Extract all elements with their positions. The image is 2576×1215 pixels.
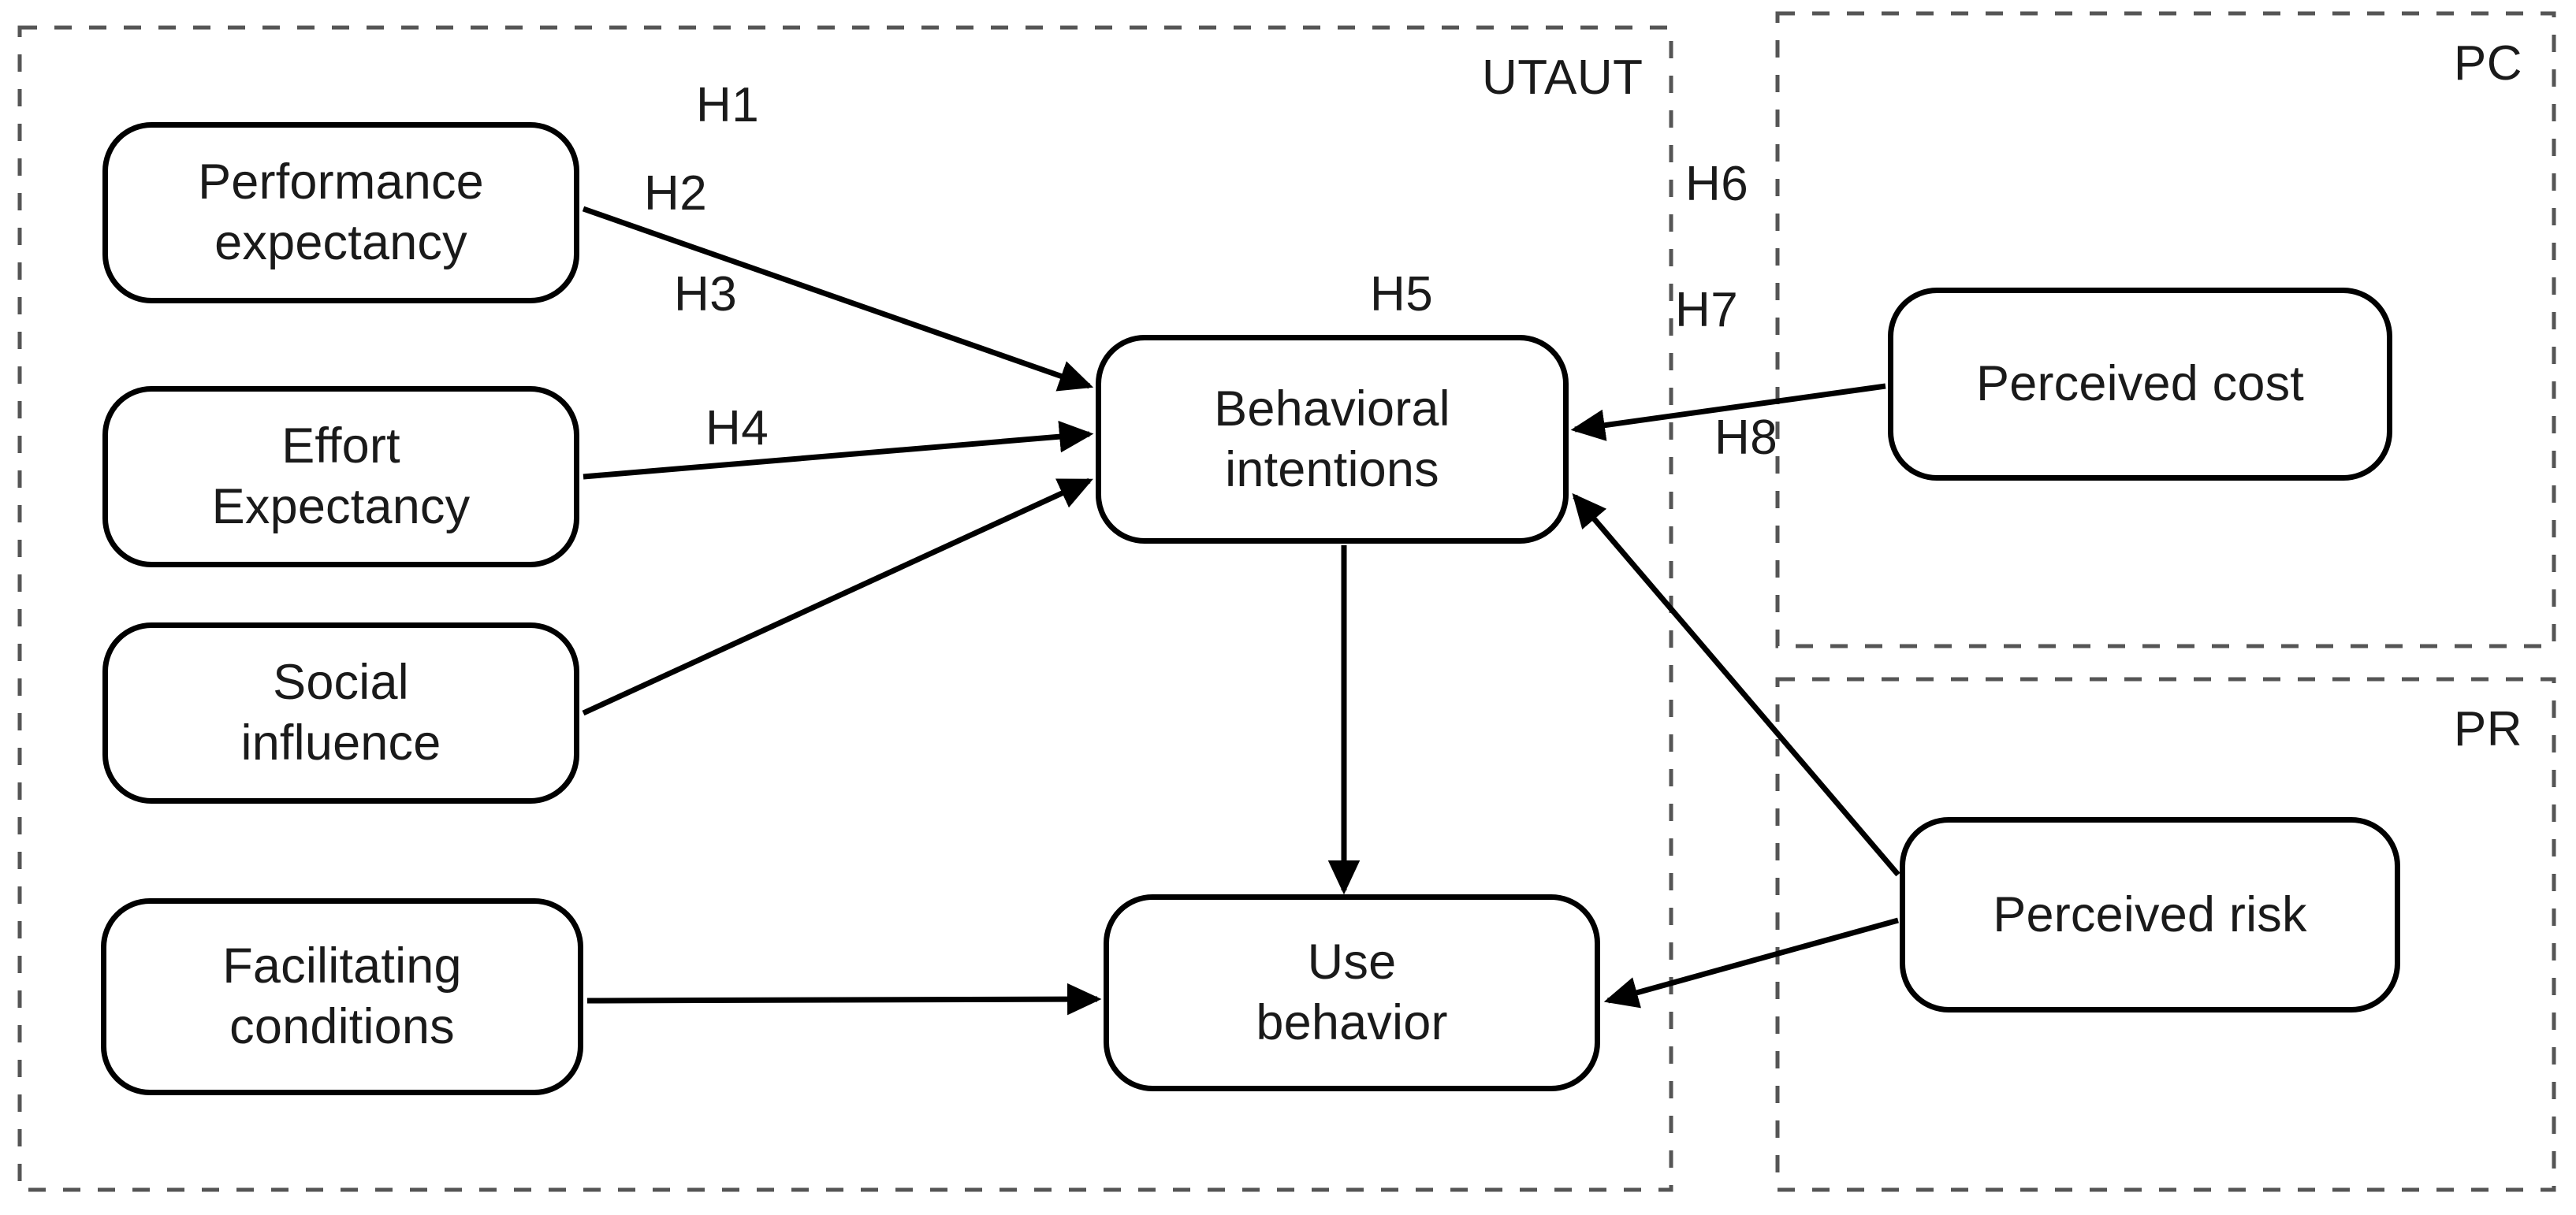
node-label-use-behavior: Use behavior [1256, 934, 1448, 1050]
node-label-social-influence: Social influence [240, 655, 441, 771]
node-perceived-cost[interactable]: Perceived cost [1888, 288, 2392, 481]
node-perceived-risk[interactable]: Perceived risk [1900, 817, 2400, 1012]
edge-h6 [1570, 383, 1886, 441]
group-label-pc: PC [2453, 36, 2522, 91]
edge-label-h5: H5 [1370, 267, 1434, 321]
node-label-effort-expectancy: Effort Expectancy [211, 418, 471, 534]
group-label-utaut: UTAUT [1482, 50, 1644, 105]
edge-h8 [1603, 917, 1899, 1009]
edge-h3 [582, 477, 1093, 716]
node-facilitating-conditions[interactable]: Facilitating conditions [101, 898, 583, 1095]
node-use-behavior[interactable]: Use behavior [1104, 894, 1600, 1091]
node-performance-expectancy[interactable]: Performance expectancy [102, 122, 579, 303]
node-label-perceived-cost: Perceived cost [1976, 356, 2304, 412]
edge-label-h4: H4 [705, 401, 769, 455]
edge-label-h8: H8 [1714, 411, 1778, 465]
edge-h7 [1572, 492, 1900, 877]
edge-h2 [583, 421, 1094, 480]
node-label-behavioral-intentions: Behavioral intentions [1214, 381, 1450, 497]
node-behavioral-intentions[interactable]: Behavioral intentions [1096, 335, 1569, 544]
edge-label-h6: H6 [1685, 157, 1749, 211]
group-frame-pr [1775, 677, 2556, 1192]
edge-label-h1: H1 [696, 78, 760, 132]
group-label-pr: PR [2453, 702, 2522, 756]
group-frame-pc [1775, 11, 2556, 648]
node-effort-expectancy[interactable]: Effort Expectancy [102, 386, 579, 567]
edge-label-h2: H2 [644, 166, 708, 221]
edge-h4 [586, 983, 1102, 1016]
node-social-influence[interactable]: Social influence [102, 622, 579, 804]
edge-label-h7: H7 [1675, 283, 1739, 337]
edge-h1 [582, 206, 1094, 392]
node-label-performance-expectancy: Performance expectancy [198, 154, 484, 270]
node-label-perceived-risk: Perceived risk [1993, 886, 2307, 942]
node-label-facilitating-conditions: Facilitating conditions [222, 938, 462, 1054]
edge-label-h3: H3 [674, 267, 738, 321]
